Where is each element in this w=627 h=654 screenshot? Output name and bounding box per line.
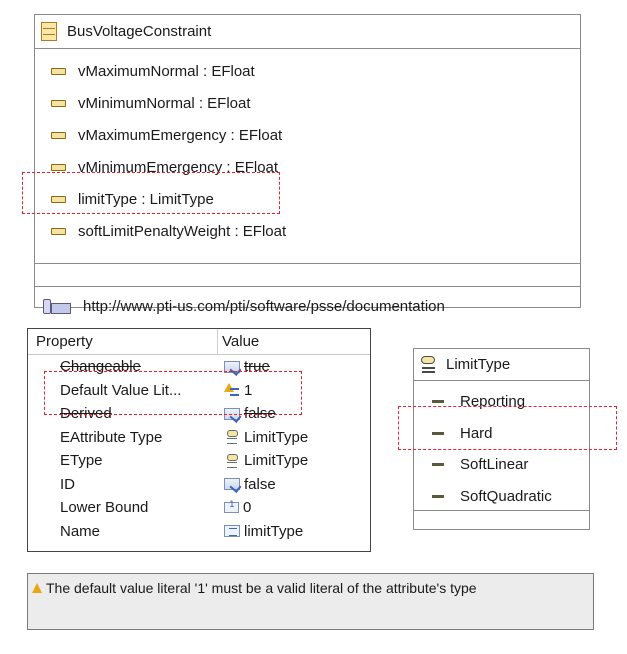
eclass-icon [41, 22, 57, 41]
property-value-text: 0 [243, 499, 252, 517]
attribute-label: vMinimumNormal : EFloat [78, 94, 251, 112]
enum-literal-label: SoftLinear [460, 456, 529, 474]
enum-box-limittype[interactable]: LimitType Reporting Hard SoftLinear Soft… [413, 348, 590, 530]
class-box-busvoltageconstraint[interactable]: BusVoltageConstraint vMaximumNormal : EF… [34, 14, 581, 315]
property-name: Default Value Lit... [60, 381, 182, 399]
attribute-compartment: vMaximumNormal : EFloat vMinimumNormal :… [35, 49, 580, 264]
attribute-icon [51, 163, 66, 171]
attribute-row[interactable]: vMinimumEmergency : EFloat [35, 151, 580, 183]
attribute-row[interactable]: softLimitPenaltyWeight : EFloat [35, 215, 580, 247]
enum-header[interactable]: LimitType [414, 349, 589, 381]
enum-literal-hard[interactable]: Hard [414, 418, 589, 450]
enum-literal-icon [432, 494, 444, 498]
boolean-icon [224, 478, 240, 491]
operation-compartment [35, 264, 580, 287]
property-row-lower-bound[interactable]: Lower Bound 0 [28, 496, 370, 520]
number-icon [224, 500, 239, 514]
property-value[interactable]: LimitType [218, 429, 308, 446]
attribute-row[interactable]: vMinimumNormal : EFloat [35, 87, 580, 119]
enum-literal-softquadratic[interactable]: SoftQuadratic [414, 481, 589, 513]
property-value-text: LimitType [244, 428, 309, 446]
attribute-row-limittype[interactable]: limitType : LimitType [35, 183, 580, 215]
property-row-etype[interactable]: EType LimitType [28, 449, 370, 473]
enum-literal-label: Reporting [460, 393, 526, 411]
warning-literal-icon [224, 383, 240, 397]
attribute-label: vMaximumNormal : EFloat [78, 62, 255, 80]
attribute-label: vMaximumEmergency : EFloat [78, 126, 283, 144]
annotation-icon [43, 298, 73, 315]
literal-icon [224, 525, 240, 538]
boolean-icon [224, 360, 240, 373]
warning-message: The default value literal '1' must be a … [46, 580, 477, 596]
property-name: EType [60, 452, 103, 470]
property-value[interactable]: limitType [218, 523, 303, 540]
attribute-label: vMinimumEmergency : EFloat [78, 158, 279, 176]
enum-literal-icon [432, 463, 444, 467]
column-header-property[interactable]: Property [28, 329, 218, 354]
property-value-text: true [244, 358, 270, 376]
class-header[interactable]: BusVoltageConstraint [35, 15, 580, 49]
enum-icon [224, 430, 240, 445]
property-name: Changeable [60, 358, 141, 376]
enum-literal-label: SoftQuadratic [460, 487, 552, 505]
column-header-value[interactable]: Value [222, 333, 260, 350]
attribute-icon [51, 99, 66, 107]
property-row-changeable[interactable]: Changeable true [28, 355, 370, 379]
enum-title: LimitType [446, 356, 511, 373]
property-value[interactable]: LimitType [218, 452, 308, 469]
property-name: Name [60, 522, 101, 540]
warning-icon [32, 583, 42, 593]
enum-literal-label: Hard [460, 424, 493, 442]
property-sheet[interactable]: Property Value Changeable true Default V… [27, 328, 371, 552]
property-name: ID [60, 475, 75, 493]
property-row-id[interactable]: ID false [28, 473, 370, 497]
attribute-icon [51, 227, 66, 235]
property-value[interactable]: true [218, 358, 270, 375]
attribute-row[interactable]: vMaximumNormal : EFloat [35, 55, 580, 87]
property-value-text: LimitType [244, 452, 309, 470]
attribute-icon [51, 67, 66, 75]
attribute-label: limitType : LimitType [78, 190, 214, 208]
attribute-icon [51, 195, 66, 203]
property-value-text: 1 [244, 381, 253, 399]
annotation-row[interactable]: http://www.pti-us.com/pti/software/psse/… [35, 287, 580, 325]
property-row-derived[interactable]: Derived false [28, 402, 370, 426]
property-row-name[interactable]: Name limitType [28, 520, 370, 544]
enum-icon [224, 453, 240, 468]
property-name: Derived [60, 405, 112, 423]
property-value[interactable]: 0 [218, 499, 251, 516]
property-row-eattribute-type[interactable]: EAttribute Type LimitType [28, 426, 370, 450]
property-value-text: limitType [244, 522, 304, 540]
property-table-header: Property Value [28, 329, 370, 355]
enum-literal-icon [432, 400, 444, 404]
property-value-text: false [244, 405, 276, 423]
property-value-text: false [244, 475, 276, 493]
property-name: Lower Bound [60, 499, 149, 517]
attribute-label: softLimitPenaltyWeight : EFloat [78, 222, 287, 240]
class-title: BusVoltageConstraint [67, 23, 212, 40]
property-value[interactable]: false [218, 405, 276, 422]
enum-literal-softlinear[interactable]: SoftLinear [414, 449, 589, 481]
property-name: EAttribute Type [60, 428, 163, 446]
boolean-icon [224, 407, 240, 420]
eenum-icon [420, 355, 438, 374]
property-row-default-value-literal[interactable]: Default Value Lit... 1 [28, 379, 370, 403]
attribute-icon [51, 131, 66, 139]
attribute-row[interactable]: vMaximumEmergency : EFloat [35, 119, 580, 151]
property-value[interactable]: 1 [218, 382, 252, 399]
enum-literal-icon [432, 431, 444, 435]
annotation-source: http://www.pti-us.com/pti/software/psse/… [83, 297, 445, 315]
property-value[interactable]: false [218, 476, 276, 493]
validation-message-bar: The default value literal '1' must be a … [27, 573, 594, 630]
enum-literal-reporting[interactable]: Reporting [414, 386, 589, 418]
literal-compartment: Reporting Hard SoftLinear SoftQuadratic [414, 381, 589, 511]
